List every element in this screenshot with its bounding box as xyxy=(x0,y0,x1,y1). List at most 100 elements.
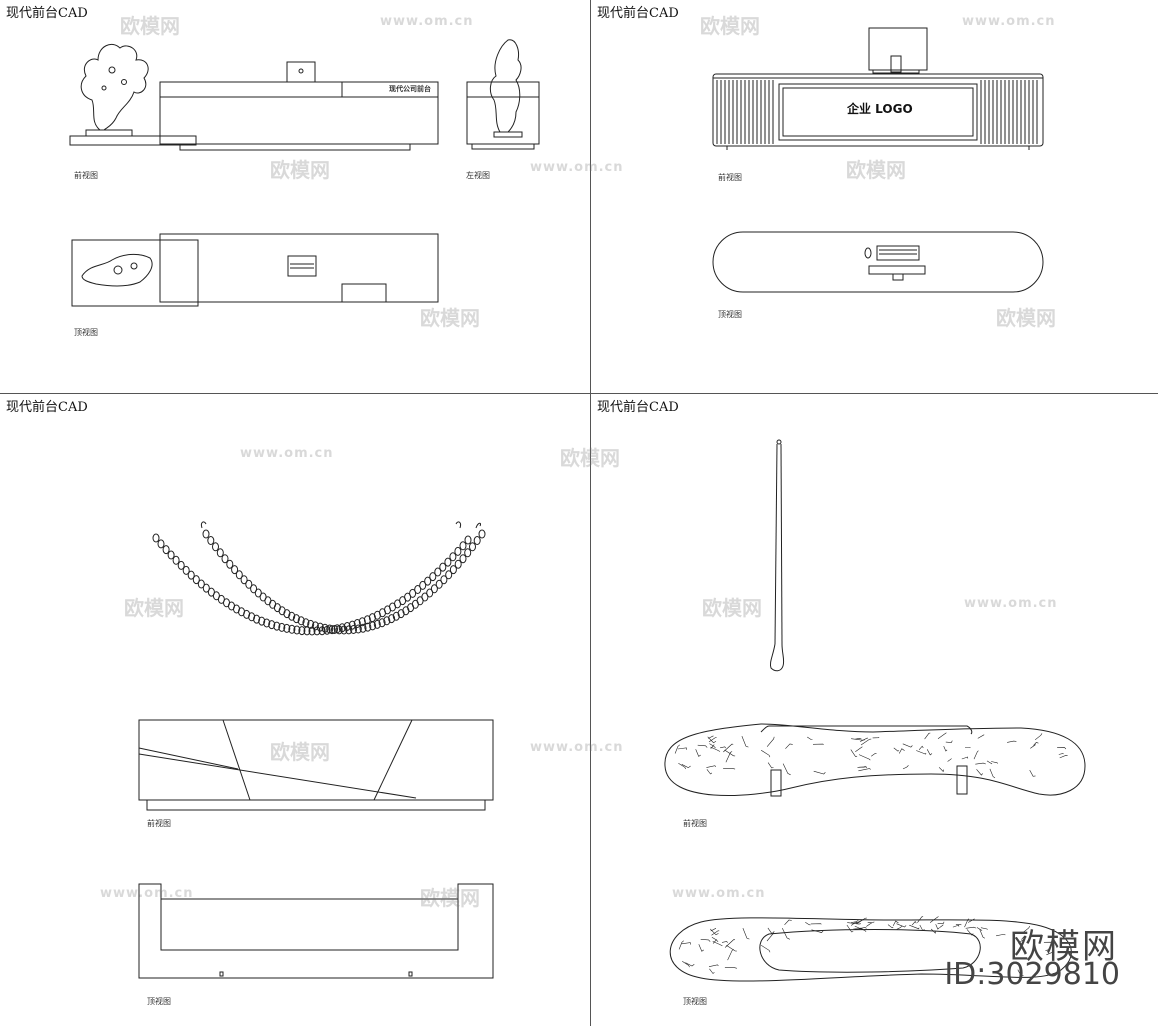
bead-chain-decor xyxy=(152,529,486,636)
marble-vein xyxy=(782,927,790,940)
bead xyxy=(383,616,391,626)
marble-vein xyxy=(725,751,733,763)
marble-vein xyxy=(991,761,998,764)
marble-vein xyxy=(917,916,924,923)
marble-vein xyxy=(723,743,734,753)
panel-4-title: 现代前台CAD xyxy=(597,400,679,415)
bead xyxy=(440,575,448,585)
panel-2-title: 现代前台CAD xyxy=(597,6,679,21)
marble-vein xyxy=(1022,926,1031,933)
marble-vein xyxy=(858,754,871,761)
marble-vein xyxy=(871,753,877,757)
marble-vein xyxy=(678,762,687,770)
desk-top-opening xyxy=(759,929,981,973)
panel-2-drawing xyxy=(712,27,1044,293)
bead xyxy=(248,612,256,622)
marble-vein xyxy=(1029,769,1036,777)
marble-vein xyxy=(1045,949,1051,951)
marble-vein xyxy=(858,768,871,772)
marble-vein xyxy=(859,765,866,768)
bead xyxy=(243,609,251,619)
bead xyxy=(283,623,291,633)
monitor-front xyxy=(286,61,316,83)
bead xyxy=(283,609,291,619)
bead xyxy=(426,588,434,598)
marble-vein xyxy=(766,931,775,942)
front-view-label: 前视图 xyxy=(683,819,707,828)
marble-vein xyxy=(1033,742,1039,746)
bead xyxy=(292,614,300,624)
top-view-label: 顶视图 xyxy=(147,997,171,1006)
marble-vein xyxy=(710,746,721,752)
bead xyxy=(152,533,160,543)
marble-vein xyxy=(1043,941,1053,944)
marble-vein xyxy=(966,929,974,936)
bead xyxy=(207,536,215,545)
bead xyxy=(354,624,362,634)
bead xyxy=(449,565,457,575)
marble-vein xyxy=(782,763,791,776)
desk-left-body xyxy=(466,81,540,145)
marble-vein xyxy=(975,762,986,765)
bead xyxy=(157,539,165,549)
panel-4-drawing xyxy=(664,439,1086,982)
marble-vein xyxy=(1046,951,1055,956)
marble-vein xyxy=(916,750,927,755)
bead xyxy=(478,529,486,539)
logo-text: 企业 LOGO xyxy=(847,102,913,116)
marble-vein xyxy=(724,749,736,757)
marble-vein xyxy=(855,737,862,740)
bead xyxy=(245,579,253,589)
marble-vein xyxy=(767,762,774,769)
marble-vein xyxy=(695,749,701,757)
marble-vein xyxy=(902,743,913,748)
marble-vein xyxy=(682,961,690,968)
bead xyxy=(177,560,185,570)
bead xyxy=(345,625,353,635)
marble-vein xyxy=(721,941,728,943)
marble-vein xyxy=(767,927,774,934)
desk-top-u xyxy=(138,883,494,979)
marble-vein xyxy=(856,917,867,925)
marble-vein xyxy=(952,924,960,928)
marble-vein xyxy=(709,928,719,936)
desk-top-pill xyxy=(712,231,1044,293)
marble-vein xyxy=(977,734,985,739)
panel-1-drawing xyxy=(69,39,540,307)
marble-vein xyxy=(785,743,793,749)
marble-vein xyxy=(685,962,695,967)
bead xyxy=(226,559,234,569)
marble-vein xyxy=(761,945,771,953)
bead xyxy=(202,583,210,593)
bead xyxy=(172,555,180,565)
bead xyxy=(250,584,258,594)
bead xyxy=(469,542,476,552)
bead xyxy=(358,617,366,627)
bead xyxy=(340,625,348,635)
bead xyxy=(192,575,200,585)
desk-top-body xyxy=(669,917,1072,982)
corner-brand-logo: 欧模网 xyxy=(1010,927,1118,967)
bead xyxy=(311,621,319,631)
desk-top-body xyxy=(159,233,439,303)
bead xyxy=(353,619,361,628)
marble-vein xyxy=(896,925,903,930)
marble-vein xyxy=(1034,733,1043,741)
bead xyxy=(268,620,276,630)
bead xyxy=(414,585,422,594)
bead xyxy=(378,618,386,628)
bead xyxy=(434,567,442,577)
bead xyxy=(297,616,305,626)
horizontal-divider xyxy=(0,393,1158,394)
bead xyxy=(435,579,443,589)
lamp-anchor xyxy=(776,439,782,445)
marble-vein xyxy=(708,964,719,967)
marble-vein xyxy=(918,745,924,750)
marble-vein xyxy=(919,924,925,932)
left-view-label: 左视图 xyxy=(466,171,490,180)
marble-vein xyxy=(726,944,737,952)
marble-vein xyxy=(926,749,933,756)
marble-vein xyxy=(989,768,996,779)
bead xyxy=(307,619,315,629)
marble-vein xyxy=(707,736,717,744)
